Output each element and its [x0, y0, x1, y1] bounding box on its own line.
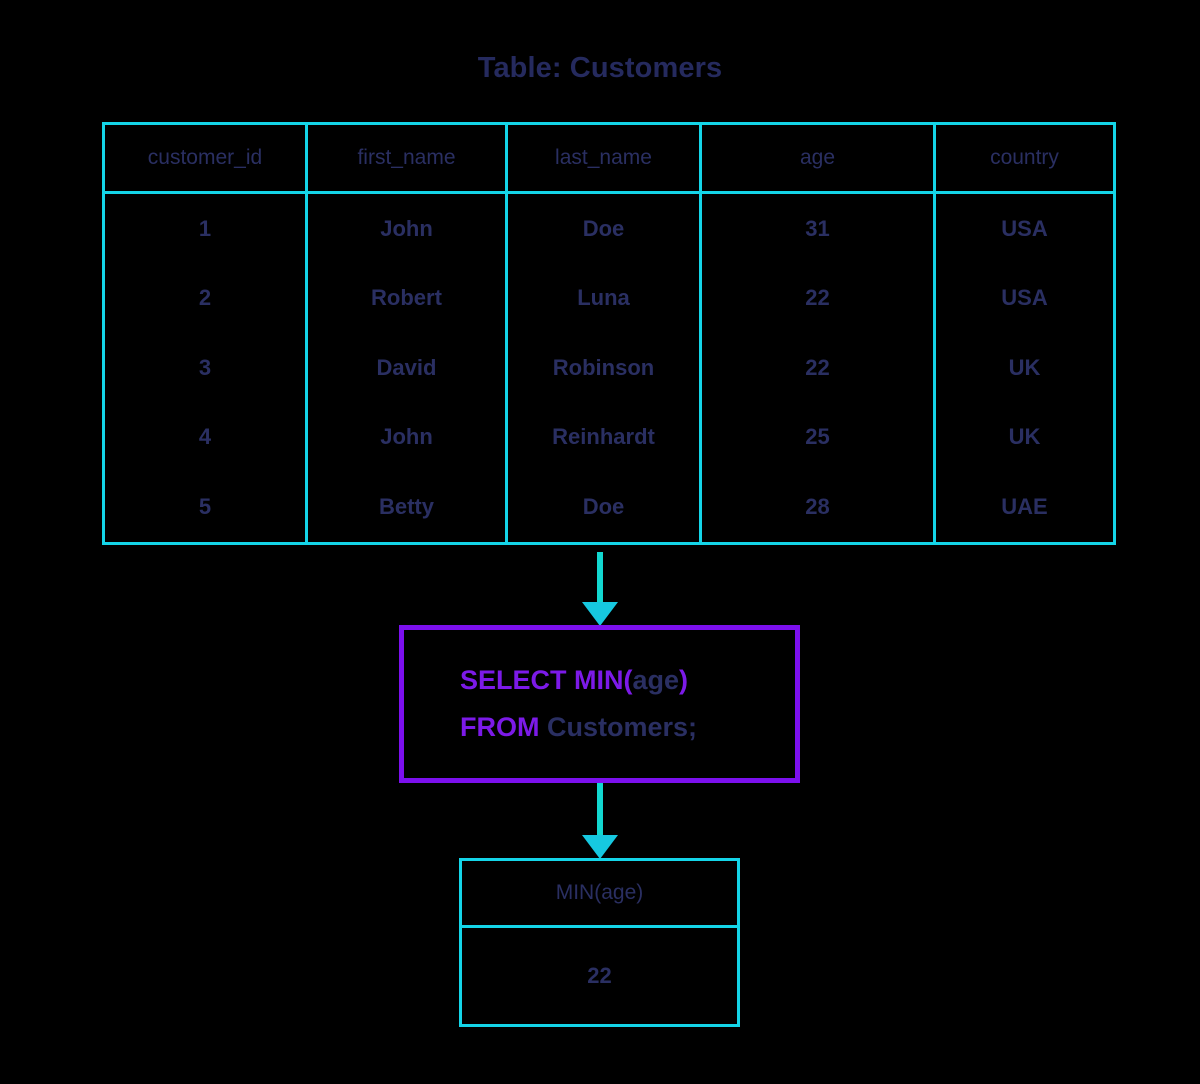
cell-age: 28: [699, 472, 936, 545]
column-header-customer-id: customer_id: [102, 122, 308, 194]
cell-last-name: Doe: [505, 472, 702, 545]
arrow-head: [582, 835, 618, 859]
cell-country: UK: [933, 402, 1116, 472]
arrow-head: [582, 602, 618, 626]
arrow-down-icon-query-to-result: [582, 783, 618, 859]
cell-first-name: Betty: [305, 472, 508, 545]
sql-query-box: SELECT MIN(age) FROM Customers;: [399, 625, 800, 783]
result-header-row: MIN(age): [459, 858, 740, 928]
table-row: 2 Robert Luna 22 USA: [102, 263, 1116, 333]
cell-customer-id: 4: [102, 402, 308, 472]
arrow-shaft: [597, 552, 603, 604]
arrow-down-icon-table-to-query: [582, 552, 618, 626]
cell-country: UK: [933, 333, 1116, 403]
cell-first-name: John: [305, 192, 508, 264]
column-header-country: country: [933, 122, 1116, 194]
cell-customer-id: 3: [102, 333, 308, 403]
cell-age: 22: [699, 333, 936, 403]
table-row: 5 Betty Doe 28 UAE: [102, 472, 1116, 545]
table-row: 4 John Reinhardt 25 UK: [102, 402, 1116, 472]
cell-age: 31: [699, 192, 936, 264]
cell-country: UAE: [933, 472, 1116, 545]
cell-first-name: John: [305, 402, 508, 472]
sql-table-name: Customers;: [547, 712, 698, 742]
cell-last-name: Luna: [505, 263, 702, 333]
page-title: Table: Customers: [477, 52, 723, 84]
result-row: 22: [459, 925, 740, 1027]
cell-age: 22: [699, 263, 936, 333]
sql-line-2: FROM Customers;: [460, 704, 795, 751]
result-value: 22: [459, 925, 740, 1027]
cell-first-name: David: [305, 333, 508, 403]
table-row: 3 David Robinson 22 UK: [102, 333, 1116, 403]
cell-last-name: Robinson: [505, 333, 702, 403]
sql-argument-age: age: [632, 665, 680, 695]
column-header-age: age: [699, 122, 936, 194]
cell-country: USA: [933, 263, 1116, 333]
cell-customer-id: 2: [102, 263, 308, 333]
cell-last-name: Reinhardt: [505, 402, 702, 472]
cell-customer-id: 1: [102, 192, 308, 264]
sql-keyword-from: FROM: [460, 712, 547, 742]
cell-last-name: Doe: [505, 192, 702, 264]
cell-customer-id: 5: [102, 472, 308, 545]
column-header-first-name: first_name: [305, 122, 508, 194]
cell-age: 25: [699, 402, 936, 472]
customers-table: customer_id first_name last_name age cou…: [102, 122, 1116, 545]
arrow-shaft: [597, 783, 603, 837]
result-table: MIN(age) 22: [459, 858, 740, 1027]
result-column-header: MIN(age): [459, 858, 740, 928]
table-header-row: customer_id first_name last_name age cou…: [102, 122, 1116, 194]
cell-country: USA: [933, 192, 1116, 264]
sql-paren-close: ): [679, 665, 689, 695]
cell-first-name: Robert: [305, 263, 508, 333]
sql-keyword-select-min: SELECT MIN(: [460, 665, 633, 695]
sql-line-1: SELECT MIN(age): [460, 657, 795, 704]
table-row: 1 John Doe 31 USA: [102, 192, 1116, 264]
column-header-last-name: last_name: [505, 122, 702, 194]
